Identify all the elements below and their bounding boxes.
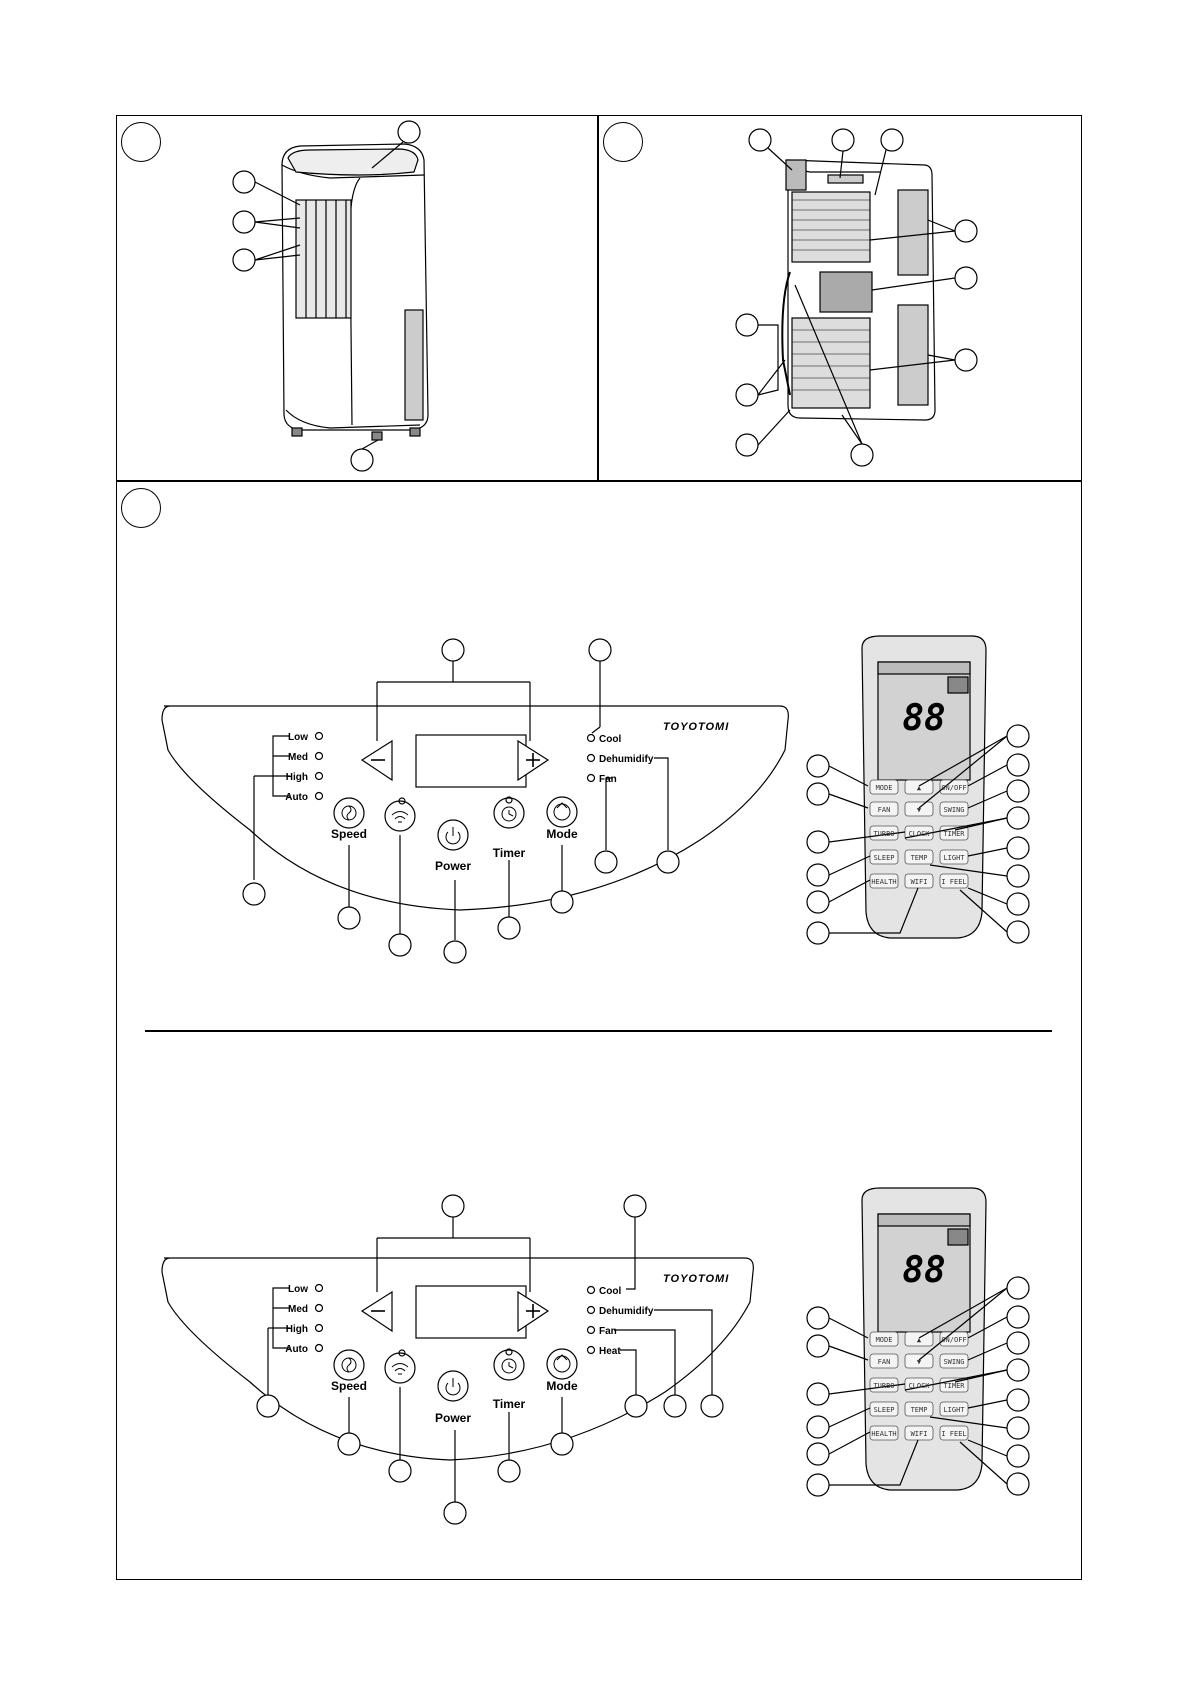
speed-label-auto: Auto — [285, 1344, 308, 1355]
remote-health-button[interactable]: HEALTH — [871, 878, 896, 886]
mode-button-label: Mode — [546, 1379, 578, 1393]
figure-frame — [116, 115, 1082, 1580]
speed-label-auto: Auto — [285, 792, 308, 803]
speed-label-low: Low — [288, 1284, 308, 1295]
mode-label-dehumidify: Dehumidify — [599, 754, 654, 765]
brand-logo: TOYOTOMI — [663, 1273, 729, 1285]
mode-label-heat: Heat — [599, 1346, 621, 1357]
section-marker-controls — [121, 488, 161, 528]
remote-mode-button[interactable]: MODE — [876, 784, 893, 792]
remote-down-button[interactable]: ▼ — [917, 806, 922, 814]
power-button-label: Power — [435, 1411, 471, 1425]
section-marker-front — [121, 122, 161, 162]
remote-temp-button[interactable]: TEMP — [911, 854, 928, 862]
remote-sleep-button[interactable]: SLEEP — [873, 854, 894, 862]
panel-divider-horizontal — [116, 480, 1082, 482]
remote-swing-button[interactable]: SWING — [943, 806, 964, 814]
remote-wifi-button[interactable]: WIFI — [911, 878, 928, 886]
section-marker-back — [603, 122, 643, 162]
timer-button-label: Timer — [493, 1397, 526, 1411]
remote-display-digits: 88 — [902, 698, 945, 739]
speed-label-med: Med — [288, 752, 308, 763]
remote-clock-button[interactable]: CLOCK — [908, 1382, 930, 1390]
remote-mode-button[interactable]: MODE — [876, 1336, 893, 1344]
remote-down-button[interactable]: ▼ — [917, 1358, 922, 1366]
remote-up-button[interactable]: ▲ — [917, 1336, 922, 1344]
remote-turbo-button[interactable]: TURBO — [873, 1382, 894, 1390]
mode-label-cool: Cool — [599, 734, 621, 745]
mode-label-fan: Fan — [599, 774, 617, 785]
remote-up-button[interactable]: ▲ — [917, 784, 922, 792]
speed-label-med: Med — [288, 1304, 308, 1315]
speed-label-high: High — [286, 772, 308, 783]
mode-label-fan: Fan — [599, 1326, 617, 1337]
remote-ifeel-button[interactable]: I FEEL — [941, 1430, 966, 1438]
remote-light-button[interactable]: LIGHT — [943, 854, 965, 862]
remote-display-digits: 88 — [902, 1250, 945, 1291]
remote-fan-button[interactable]: FAN — [878, 806, 891, 814]
speed-label-low: Low — [288, 732, 308, 743]
mode-label-dehumidify: Dehumidify — [599, 1306, 654, 1317]
power-button-label: Power — [435, 859, 471, 873]
speed-label-high: High — [286, 1324, 308, 1335]
remote-temp-button[interactable]: TEMP — [911, 1406, 928, 1414]
remote-onoff-button[interactable]: ON/OFF — [941, 784, 966, 792]
remote-fan-button[interactable]: FAN — [878, 1358, 891, 1366]
remote-turbo-button[interactable]: TURBO — [873, 830, 894, 838]
mode-label-cool: Cool — [599, 1286, 621, 1297]
speed-button-label: Speed — [331, 827, 367, 841]
remote-clock-button[interactable]: CLOCK — [908, 830, 930, 838]
speed-button-label: Speed — [331, 1379, 367, 1393]
panel-divider-vertical — [597, 115, 599, 480]
remote-ifeel-button[interactable]: I FEEL — [941, 878, 966, 886]
remote-swing-button[interactable]: SWING — [943, 1358, 964, 1366]
remote-wifi-button[interactable]: WIFI — [911, 1430, 928, 1438]
remote-onoff-button[interactable]: ON/OFF — [941, 1336, 966, 1344]
remote-timer-button[interactable]: TIMER — [943, 830, 965, 838]
remote-sleep-button[interactable]: SLEEP — [873, 1406, 894, 1414]
mode-button-label: Mode — [546, 827, 578, 841]
brand-logo: TOYOTOMI — [663, 721, 729, 733]
remote-health-button[interactable]: HEALTH — [871, 1430, 896, 1438]
section-separator — [145, 1030, 1052, 1032]
timer-button-label: Timer — [493, 846, 526, 860]
remote-light-button[interactable]: LIGHT — [943, 1406, 965, 1414]
remote-timer-button[interactable]: TIMER — [943, 1382, 965, 1390]
